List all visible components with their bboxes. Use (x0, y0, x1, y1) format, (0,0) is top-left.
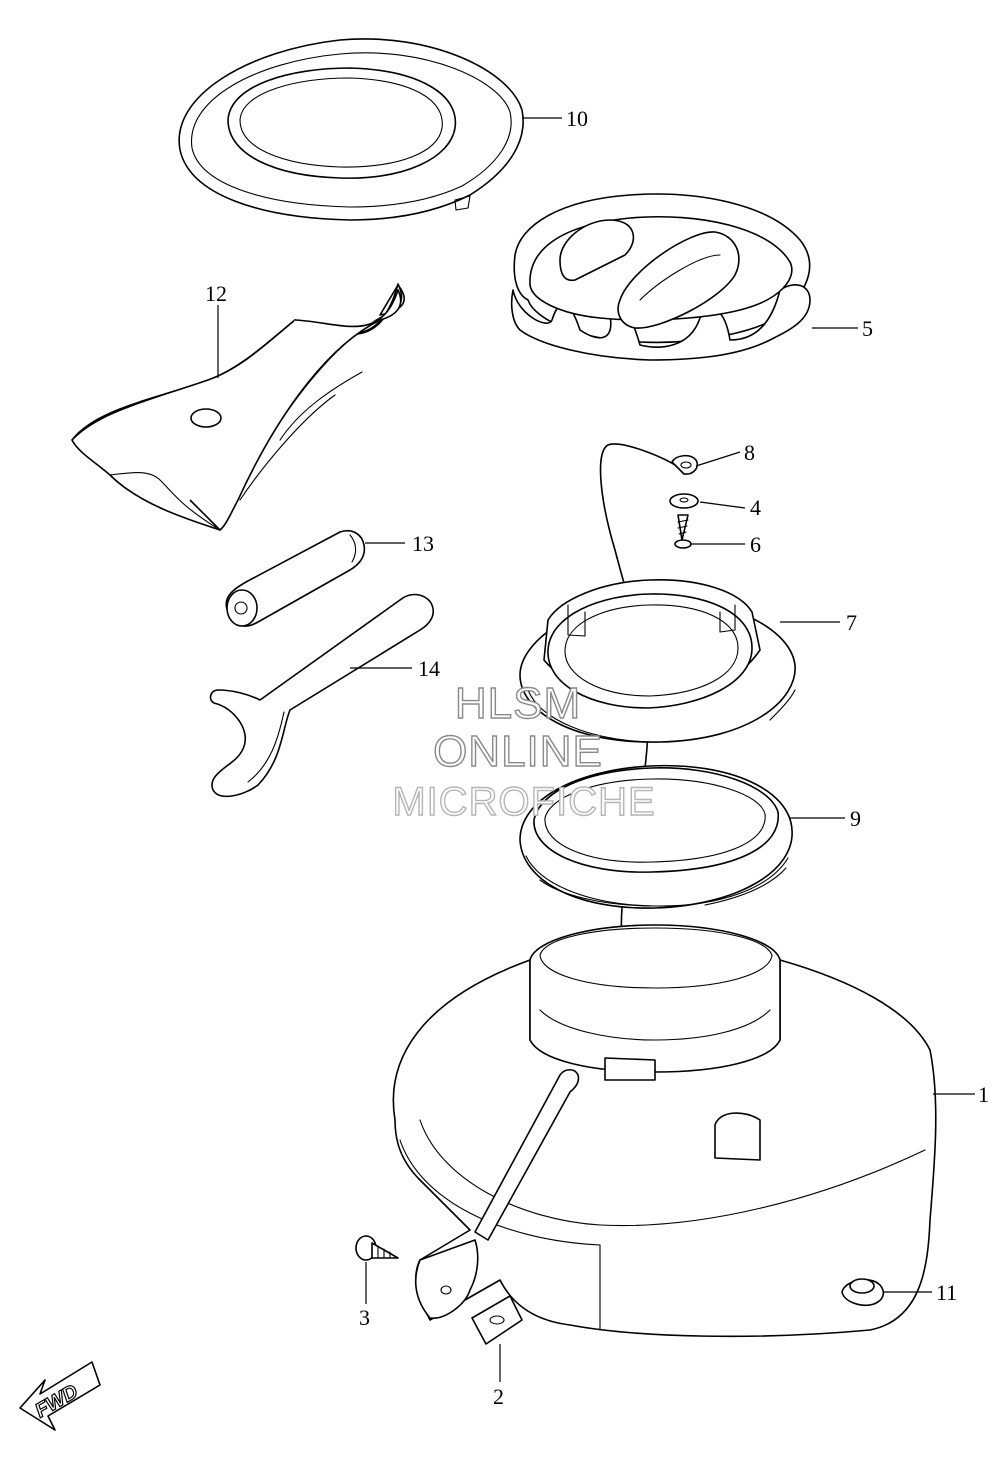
callout-8: 8 (744, 440, 755, 465)
part-14-spanner (209, 593, 435, 798)
part-4-washer (669, 493, 699, 509)
watermark-line-1: HLSM (455, 679, 581, 728)
callout-3: 3 (359, 1305, 370, 1330)
callout-9: 9 (850, 806, 861, 831)
callout-5: 5 (862, 316, 873, 341)
callout-10: 10 (566, 106, 588, 131)
part-8-terminal (671, 454, 699, 475)
watermark-line-3: MICROFICHE (392, 780, 655, 824)
part-2-clip (471, 1295, 523, 1345)
part-6-screw (674, 514, 692, 549)
part-7-ring-nut (519, 579, 796, 743)
callout-14: 14 (418, 656, 440, 681)
part-5-tank-cap (510, 193, 811, 361)
part-11-grommet (841, 1278, 885, 1307)
callout-13: 13 (412, 531, 434, 556)
callout-4: 4 (750, 495, 761, 520)
part-3-screw (355, 1235, 399, 1261)
part-9-gasket (519, 764, 793, 909)
callout-6: 6 (750, 532, 761, 557)
callout-labels: 10 12 5 8 4 6 13 7 14 9 1 3 11 2 (205, 106, 989, 1409)
callout-2: 2 (493, 1384, 504, 1409)
leader-lines (217, 117, 975, 1382)
callout-12: 12 (205, 281, 227, 306)
watermark: HLSM ONLINE MICROFICHE (392, 678, 656, 824)
part-12-tool-bag (71, 283, 405, 531)
callout-1: 1 (978, 1082, 989, 1107)
part-1-fuel-tank (392, 924, 937, 1338)
part-10-seal-ring (178, 38, 524, 221)
callout-7: 7 (846, 610, 857, 635)
fwd-arrow: FWD (19, 1361, 101, 1431)
part-13-cylinder (225, 529, 366, 627)
watermark-line-2: ONLINE (433, 727, 603, 776)
callout-11: 11 (936, 1280, 957, 1305)
